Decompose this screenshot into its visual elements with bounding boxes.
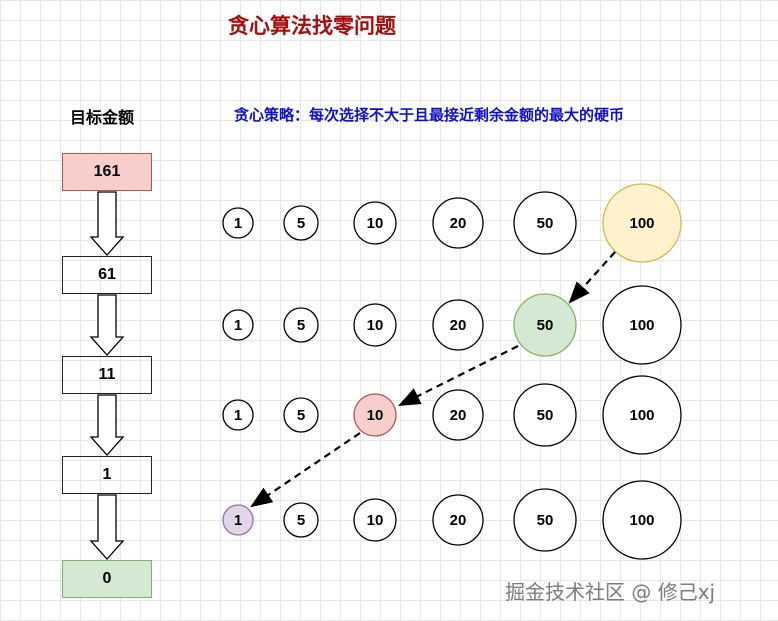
strategy-caption: 贪心策略：每次选择不大于且最接近剩余金额的最大的硬币 [234,106,625,124]
coin-label: 20 [450,317,467,334]
coin-5-row-4: 5 [283,502,319,538]
coin-20-row-3: 20 [432,389,484,441]
coin-label: 50 [537,317,554,334]
coin-50-row-2: 50 [513,293,577,357]
coin-label: 1 [234,512,242,529]
coin-circle [222,309,254,341]
coin-20-row-1: 20 [432,197,484,249]
down-arrow-4 [89,494,125,560]
coin-100-row-4: 100 [602,480,682,560]
coin-10-row-2: 10 [353,303,397,347]
coin-label: 100 [629,215,654,232]
coin-5-row-2: 5 [283,307,319,343]
target-box-161: 161 [62,153,152,191]
coin-100-row-3: 100 [602,375,682,455]
coin-circle [432,299,484,351]
coin-1-row-1: 1 [222,207,254,239]
coin-circle [353,498,397,542]
coin-1-row-2: 1 [222,309,254,341]
arrow-50-to-10 [398,345,519,406]
greedy-choice-arrows [250,251,616,508]
coin-label: 5 [297,215,305,232]
chosen-coin-circle [513,293,577,357]
coin-label: 20 [450,512,467,529]
target-box-61: 61 [62,256,152,294]
coin-1-row-3: 1 [222,399,254,431]
coin-circle [602,375,682,455]
coin-label: 10 [367,407,384,424]
coin-label: 5 [297,407,305,424]
coin-label: 100 [629,407,654,424]
arrow-100-to-50 [568,251,616,304]
coin-circle [432,389,484,441]
coin-5-row-3: 5 [283,397,319,433]
target-box-1: 1 [62,456,152,494]
coin-20-row-2: 20 [432,299,484,351]
coin-circle [353,201,397,245]
down-arrow-3 [89,394,125,456]
coin-label: 5 [297,317,305,334]
coin-label: 20 [450,215,467,232]
chosen-coin-circle [353,393,397,437]
coin-label: 50 [537,407,554,424]
target-box-0: 0 [62,560,152,598]
coin-50-row-3: 50 [513,383,577,447]
coin-circle [283,397,319,433]
coin-circle [513,383,577,447]
coin-circle [602,285,682,365]
down-arrow-2 [89,294,125,356]
arrow-10-to-1 [250,432,361,508]
coin-circle [513,191,577,255]
coin-label: 50 [537,512,554,529]
coin-label: 10 [367,512,384,529]
coin-label: 50 [537,215,554,232]
target-amount-label: 目标金额 [70,108,135,127]
chosen-coin-circle [602,183,682,263]
coin-label: 1 [234,317,242,334]
coin-50-row-1: 50 [513,191,577,255]
coin-label: 100 [629,317,654,334]
coin-circle [353,303,397,347]
coin-5-row-1: 5 [283,205,319,241]
coin-10-row-4: 10 [353,498,397,542]
chosen-coin-circle [222,504,254,536]
coin-label: 10 [367,215,384,232]
coin-circle [283,205,319,241]
coin-1-row-4: 1 [222,504,254,536]
coin-circle [513,488,577,552]
coin-grid: 1 5 10 20 50 100 1 5 10 20 50 100 1 5 10 20 50 100 1 5 10 20 5… [222,183,682,560]
coin-circle [222,207,254,239]
coin-circle [222,399,254,431]
coin-circle [283,502,319,538]
coin-10-row-3: 10 [353,393,397,437]
coin-label: 5 [297,512,305,529]
coin-circle [283,307,319,343]
coin-label: 10 [367,317,384,334]
watermark: 掘金技术社区 @ 修己xj [505,580,716,604]
coin-label: 1 [234,407,242,424]
down-arrow-1 [89,191,125,256]
diagram-title: 贪心算法找零问题 [228,14,396,38]
coin-label: 1 [234,215,242,232]
coin-100-row-1: 100 [602,183,682,263]
coin-20-row-4: 20 [432,494,484,546]
coin-label: 100 [629,512,654,529]
coin-label: 20 [450,407,467,424]
coin-circle [432,494,484,546]
coin-10-row-1: 10 [353,201,397,245]
coin-circle [432,197,484,249]
coin-100-row-2: 100 [602,285,682,365]
target-box-11: 11 [62,356,152,394]
coin-circle [602,480,682,560]
coin-50-row-4: 50 [513,488,577,552]
target-flow-arrows [89,191,125,560]
